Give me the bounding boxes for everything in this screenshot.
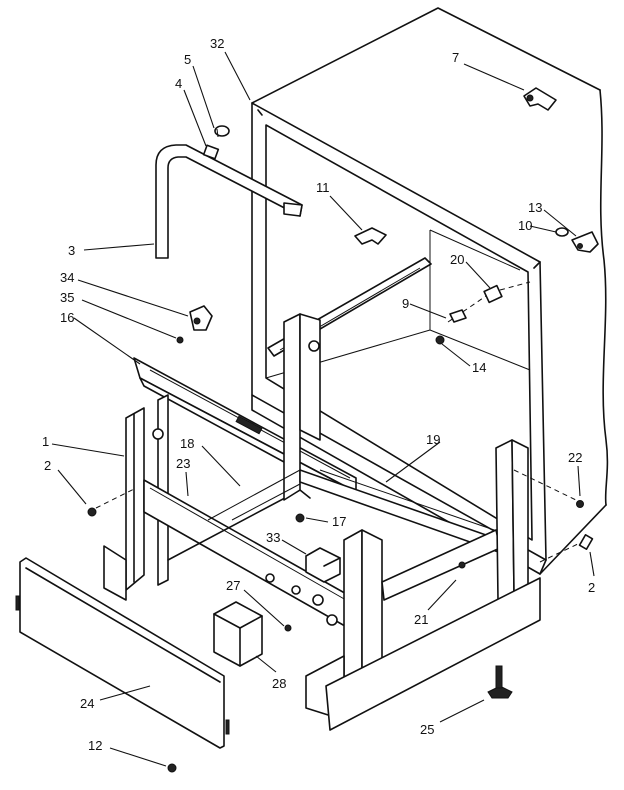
callout-2-right: 2 — [588, 580, 595, 595]
callout-4: 4 — [175, 76, 182, 91]
part-33-block — [305, 547, 341, 583]
callout-10: 10 — [518, 218, 532, 233]
callout-16: 16 — [60, 310, 74, 325]
part-11-bracket — [354, 227, 387, 245]
callout-9: 9 — [402, 296, 409, 311]
callout-28: 28 — [272, 676, 286, 691]
callout-18: 18 — [180, 436, 194, 451]
part-4-5-clips — [202, 125, 230, 160]
part-22-screw — [576, 500, 584, 508]
part-20-9-14-fasteners — [435, 281, 531, 345]
callout-27: 27 — [226, 578, 240, 593]
part-27-screw — [284, 624, 292, 632]
callout-12: 12 — [88, 738, 102, 753]
callout-11: 11 — [316, 180, 330, 195]
callout-13: 13 — [528, 200, 542, 215]
callout-14: 14 — [472, 360, 486, 375]
callout-labels: 32 5 4 7 3 11 13 10 34 20 35 9 16 14 1 1… — [42, 36, 595, 753]
part-2-screw-right — [539, 534, 594, 563]
leader-lines — [51, 51, 595, 767]
callout-1: 1 — [42, 434, 49, 449]
part-25-leveling-leg — [487, 665, 513, 699]
callout-5: 5 — [184, 52, 191, 67]
callout-21: 21 — [414, 612, 428, 627]
part-3-gasket — [155, 144, 303, 259]
callout-3: 3 — [68, 243, 75, 258]
part-17-screw — [295, 513, 305, 523]
part-12-screw — [167, 763, 177, 773]
callout-17: 17 — [332, 514, 346, 529]
callout-35: 35 — [60, 290, 74, 305]
callout-33: 33 — [266, 530, 280, 545]
callout-7: 7 — [452, 50, 459, 65]
callout-34: 34 — [60, 270, 74, 285]
callout-24: 24 — [80, 696, 94, 711]
callout-23: 23 — [176, 456, 190, 471]
callout-19: 19 — [426, 432, 440, 447]
part-7-clip — [523, 87, 557, 111]
part-2-screw-left — [87, 487, 137, 517]
callout-20: 20 — [450, 252, 464, 267]
part-13-hinge — [555, 227, 599, 253]
part-24-toe-panel — [15, 557, 230, 749]
part-28-box — [213, 601, 263, 667]
callout-22: 22 — [568, 450, 582, 465]
callout-32: 32 — [210, 36, 224, 51]
tub-cabinet — [251, 7, 609, 575]
callout-25: 25 — [420, 722, 434, 737]
callout-2-left: 2 — [44, 458, 51, 473]
part-34-35-clips — [176, 305, 213, 344]
part-1-base-frame — [103, 313, 541, 731]
